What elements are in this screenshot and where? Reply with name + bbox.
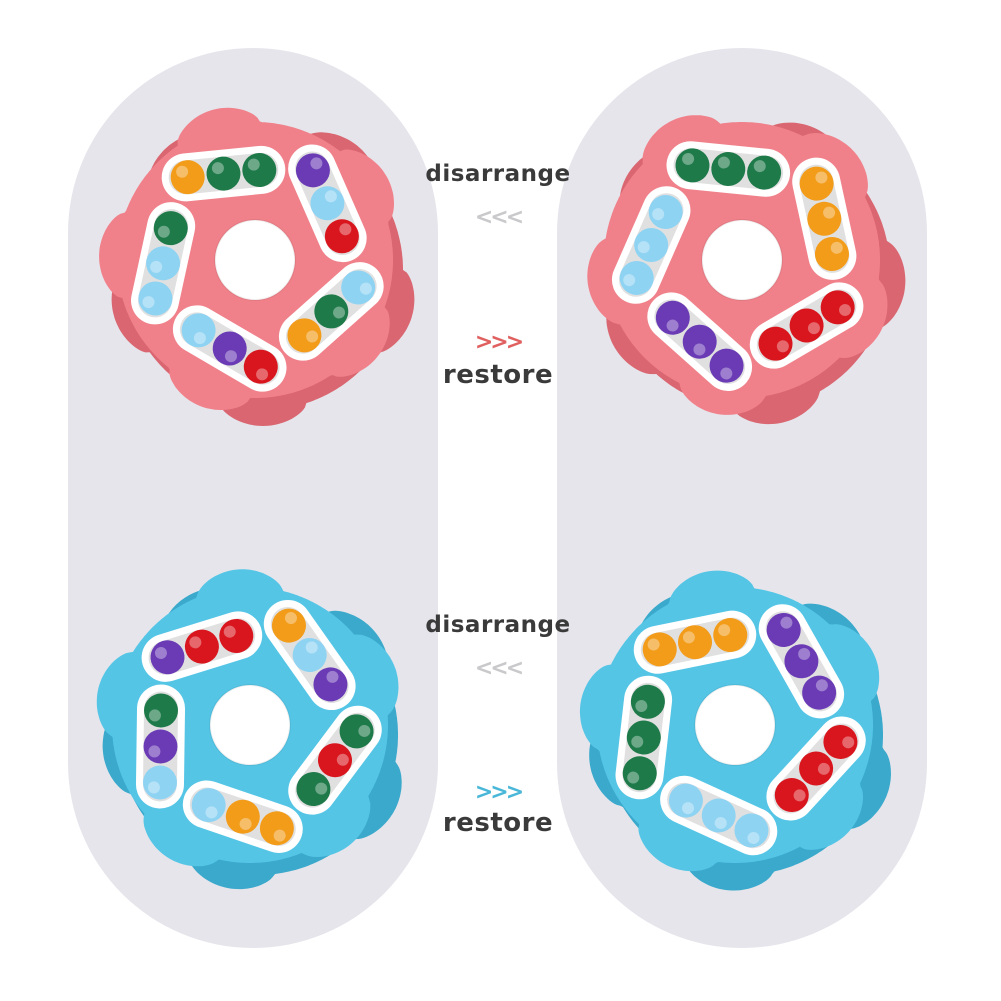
ball-green	[153, 211, 188, 246]
ball-purple	[682, 324, 717, 359]
ball-green	[314, 294, 349, 329]
ball-green	[622, 756, 657, 791]
forward-arrows-icon-bottom: >>>	[474, 780, 524, 805]
ball-track	[758, 604, 845, 719]
ball-track	[131, 202, 196, 325]
ball-red	[789, 308, 824, 343]
ball-green	[675, 148, 710, 183]
disarrange-label-top: disarrange	[425, 161, 571, 187]
forward-arrows-icon-top: >>>	[474, 330, 524, 355]
ball-green	[242, 153, 277, 188]
ball-green	[630, 684, 665, 719]
ball-green	[296, 772, 331, 807]
ball-lightblue	[341, 270, 376, 305]
back-arrows-icon-top: <<<	[474, 205, 524, 230]
ball-green	[711, 152, 746, 186]
disarrange-label-bottom: disarrange	[425, 612, 571, 638]
ball-red	[774, 778, 809, 813]
ball-track	[182, 780, 303, 853]
ball-track	[135, 684, 186, 809]
ball-red	[758, 326, 793, 361]
ball-track	[288, 705, 382, 815]
restore-label-top: restore	[442, 360, 554, 390]
center-button	[695, 685, 775, 765]
ball-track	[141, 611, 263, 682]
ball-orange	[170, 160, 205, 195]
ball-red	[823, 724, 858, 759]
ball-track	[615, 675, 673, 800]
ball-red	[318, 743, 352, 778]
ball-track	[288, 144, 367, 263]
ball-track	[611, 186, 691, 304]
ball-green	[747, 155, 782, 190]
ball-orange	[713, 618, 748, 653]
ball-orange	[814, 236, 849, 271]
ball-purple	[766, 612, 801, 647]
ball-red	[243, 349, 278, 384]
ball-green	[144, 693, 179, 728]
ball-purple	[709, 348, 744, 383]
ball-lightblue	[668, 783, 703, 818]
ball-green	[626, 720, 661, 755]
ball-track	[749, 282, 864, 369]
restore-label-bottom: restore	[442, 808, 554, 838]
ball-red	[324, 219, 359, 254]
blue-puzzle-spinner-restored	[579, 570, 891, 891]
ball-lightblue	[734, 813, 769, 848]
ball-green	[339, 714, 374, 749]
ball-purple	[784, 644, 819, 679]
ball-purple	[150, 640, 185, 675]
ball-track	[666, 141, 791, 197]
ball-track	[172, 305, 287, 392]
ball-purple	[143, 729, 178, 764]
ball-purple	[295, 153, 330, 188]
ball-lightblue	[181, 313, 216, 348]
pink-puzzle-spinner-disarranged	[99, 107, 415, 426]
ball-orange	[225, 799, 260, 834]
ball-track	[647, 292, 753, 391]
center-button	[210, 685, 290, 765]
ball-purple	[212, 331, 247, 366]
ball-lightblue	[310, 186, 345, 221]
ball-lightblue	[146, 246, 181, 281]
ball-track	[263, 599, 356, 711]
ball-purple	[655, 300, 690, 335]
center-button	[702, 220, 782, 300]
ball-purple	[802, 675, 837, 710]
ball-track	[278, 262, 384, 361]
ball-red	[219, 618, 254, 653]
ball-track	[792, 157, 857, 280]
ball-red	[184, 629, 219, 664]
ball-track	[633, 610, 757, 674]
ball-lightblue	[138, 281, 173, 316]
center-button	[215, 220, 295, 300]
ball-red	[820, 290, 855, 325]
ball-lightblue	[619, 260, 654, 295]
ball-track	[161, 145, 286, 202]
blue-puzzle-spinner-disarranged	[96, 569, 402, 890]
ball-purple	[313, 667, 348, 702]
ball-red	[799, 751, 834, 786]
ball-lightblue	[292, 638, 327, 672]
ball-green	[206, 156, 241, 191]
ball-lightblue	[191, 788, 226, 823]
ball-orange	[799, 166, 834, 201]
ball-orange	[678, 625, 712, 660]
ball-orange	[642, 632, 677, 667]
back-arrows-icon-bottom: <<<	[474, 656, 524, 681]
ball-orange	[287, 318, 322, 353]
ball-orange	[271, 608, 306, 643]
ball-lightblue	[648, 195, 683, 230]
ball-lightblue	[142, 765, 177, 800]
ball-orange	[259, 811, 294, 846]
ball-lightblue	[634, 228, 669, 262]
ball-track	[660, 775, 778, 856]
ball-lightblue	[701, 798, 736, 833]
pink-puzzle-spinner-restored	[587, 115, 906, 425]
ball-track	[766, 716, 866, 821]
ball-orange	[807, 201, 842, 236]
